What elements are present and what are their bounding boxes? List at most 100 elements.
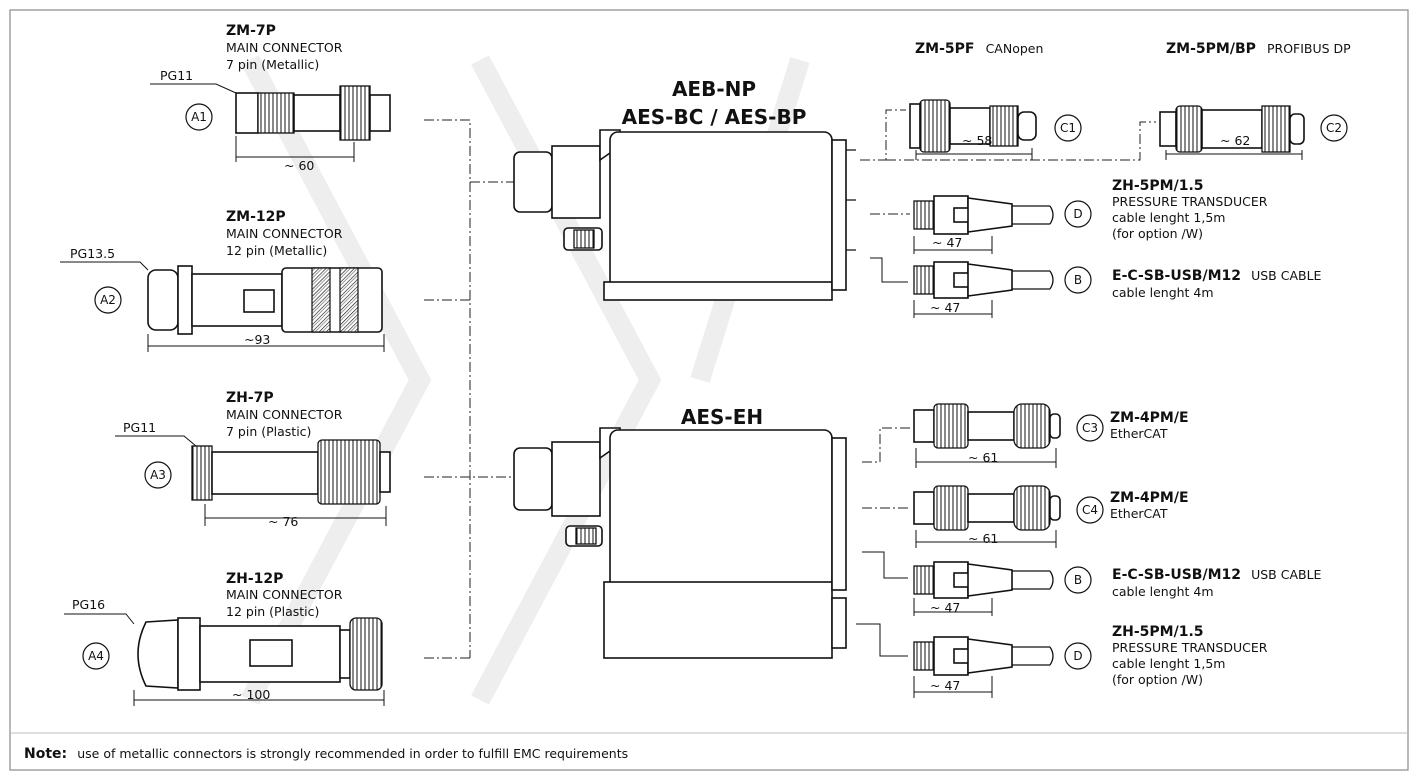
dimension-d-bottom: ~ 47 — [930, 678, 960, 693]
accessory-b-top-line1: cable lenght 4m — [1112, 285, 1214, 300]
connector-a2-line2: 12 pin (Metallic) — [226, 243, 327, 258]
accessory-b-top-drawing — [913, 261, 1054, 299]
connector-a1-code: ZM-7P — [226, 23, 276, 39]
tag-a1: A1 — [191, 110, 207, 124]
fieldbus-c1-desc: CANopen — [986, 41, 1044, 56]
accessory-d-top-line1: PRESSURE TRANSDUCER — [1112, 194, 1268, 209]
connector-a3-pg-label: PG11 — [123, 420, 156, 435]
fieldbus-top-leader — [860, 109, 1156, 161]
connector-a2-line1: MAIN CONNECTOR — [226, 226, 343, 241]
dimension-c1: ~ 58 — [962, 133, 992, 148]
tag-a3-circle — [144, 461, 172, 489]
connector-a1-pg-label: PG11 — [160, 68, 193, 83]
tag-c4-circle — [1076, 496, 1104, 524]
fieldbus-c2-drawing — [1159, 105, 1305, 153]
unit-aes-eh-drawing — [513, 427, 847, 659]
connector-a2-pg-label: PG13.5 — [70, 246, 115, 261]
connector-a1-line2: 7 pin (Metallic) — [226, 57, 319, 72]
fieldbus-c4-code: ZM-4PM/E — [1110, 490, 1189, 506]
tag-c1-circle — [1054, 114, 1082, 142]
tag-d-top: D — [1073, 207, 1082, 221]
tag-b-top: B — [1074, 273, 1082, 287]
accessory-d-top-code: ZH-5PM/1.5 — [1112, 178, 1204, 194]
connector-a3-code: ZH-7P — [226, 390, 274, 406]
dimension-a3: ~ 76 — [268, 514, 298, 529]
fieldbus-c1-heading: ZM-5PF CANopen — [915, 38, 1043, 57]
dimension-d-top: ~ 47 — [932, 235, 962, 250]
unit-aeb-np-drawing — [513, 129, 856, 301]
fieldbus-c2-code: ZM-5PM/BP — [1166, 41, 1256, 57]
accessory-d-bottom-line1: PRESSURE TRANSDUCER — [1112, 640, 1268, 655]
accessory-b-top-desc: USB CABLE — [1251, 268, 1321, 283]
dimension-b-bottom: ~ 47 — [930, 600, 960, 615]
emc-note-text: use of metallic connectors is strongly r… — [77, 746, 628, 761]
accessory-b-bottom-code: E-C-SB-USB/M12 — [1112, 567, 1241, 583]
accessory-d-bottom-drawing — [913, 636, 1054, 676]
diagram-frame — [9, 9, 1409, 771]
tag-d-bottom-circle — [1064, 642, 1092, 670]
connector-a4-line2: 12 pin (Plastic) — [226, 604, 319, 619]
tag-c1: C1 — [1060, 121, 1076, 135]
connector-a3-line1: MAIN CONNECTOR — [226, 407, 343, 422]
tag-a4-circle — [82, 642, 110, 670]
tag-c2-circle — [1320, 114, 1348, 142]
connector-a3-line2: 7 pin (Plastic) — [226, 424, 311, 439]
tag-a4: A4 — [88, 649, 104, 663]
emc-note: Note: use of metallic connectors is stro… — [24, 743, 628, 762]
accessory-d-top-drawing — [913, 195, 1054, 235]
accessory-b-bottom-line1: cable lenght 4m — [1112, 584, 1214, 599]
tag-b-bottom-circle — [1064, 566, 1092, 594]
tag-b-bottom: B — [1074, 573, 1082, 587]
accessory-d-top-line3: (for option /W) — [1112, 226, 1203, 241]
dimension-c3: ~ 61 — [968, 450, 998, 465]
tag-a3: A3 — [150, 468, 166, 482]
dimension-a4: ~ 100 — [232, 687, 270, 702]
connector-a4-drawing — [137, 617, 383, 691]
connector-a4-line1: MAIN CONNECTOR — [226, 587, 343, 602]
connector-a3-drawing — [191, 439, 391, 505]
fieldbus-c2-desc: PROFIBUS DP — [1267, 41, 1351, 56]
accessory-b-top-code: E-C-SB-USB/M12 — [1112, 268, 1241, 284]
fieldbus-c4-drawing — [913, 485, 1061, 531]
accessory-b-bottom-heading: E-C-SB-USB/M12 USB CABLE — [1112, 564, 1322, 583]
connector-a2-drawing — [147, 265, 383, 335]
connector-a4-code: ZH-12P — [226, 571, 283, 587]
unit-bottom-title: AES-EH — [681, 405, 763, 429]
tag-b-top-circle — [1064, 266, 1092, 294]
accessory-d-bottom-line2: cable lenght 1,5m — [1112, 656, 1225, 671]
fieldbus-c4-desc: EtherCAT — [1110, 506, 1168, 521]
accessory-d-top-line2: cable lenght 1,5m — [1112, 210, 1225, 225]
fieldbus-c1-drawing — [909, 99, 1037, 153]
accessory-b-bottom-drawing — [913, 561, 1054, 599]
connector-a1-line1: MAIN CONNECTOR — [226, 40, 343, 55]
fieldbus-c3-drawing — [913, 403, 1061, 449]
connector-a1-drawing — [235, 85, 391, 141]
dimension-b-top: ~ 47 — [930, 300, 960, 315]
connector-a3: ZH-7P MAIN CONNECTOR 7 pin (Plastic) PG1… — [115, 390, 391, 529]
fieldbus-c1-code: ZM-5PF — [915, 41, 974, 57]
accessory-d-bottom-line3: (for option /W) — [1112, 672, 1203, 687]
tag-d-top-circle — [1064, 200, 1092, 228]
tag-c4: C4 — [1082, 503, 1098, 517]
fieldbus-c3-desc: EtherCAT — [1110, 426, 1168, 441]
emc-note-label: Note: — [24, 746, 67, 762]
dimension-c2: ~ 62 — [1220, 133, 1250, 148]
tag-d-bottom: D — [1073, 649, 1082, 663]
connector-a2-code: ZM-12P — [226, 209, 286, 225]
tag-a1-circle — [185, 103, 213, 131]
connector-a4-pg-label: PG16 — [72, 597, 105, 612]
connector-a1: ZM-7P MAIN CONNECTOR 7 pin (Metallic) PG… — [150, 23, 391, 173]
tag-c2: C2 — [1326, 121, 1342, 135]
dimension-a2: ~93 — [244, 332, 270, 347]
unit-top-title-line2: AES-BC / AES-BP — [622, 105, 807, 129]
connector-a4: ZH-12P MAIN CONNECTOR 12 pin (Plastic) P… — [64, 571, 385, 706]
fieldbus-c3-code: ZM-4PM/E — [1110, 410, 1189, 426]
dimension-c4: ~ 61 — [968, 531, 998, 546]
tag-c3: C3 — [1082, 421, 1098, 435]
unit-top-title-line1: AEB-NP — [672, 77, 756, 101]
dimension-a1: ~ 60 — [284, 158, 314, 173]
accessory-b-bottom-desc: USB CABLE — [1251, 567, 1321, 582]
tag-c3-circle — [1076, 414, 1104, 442]
